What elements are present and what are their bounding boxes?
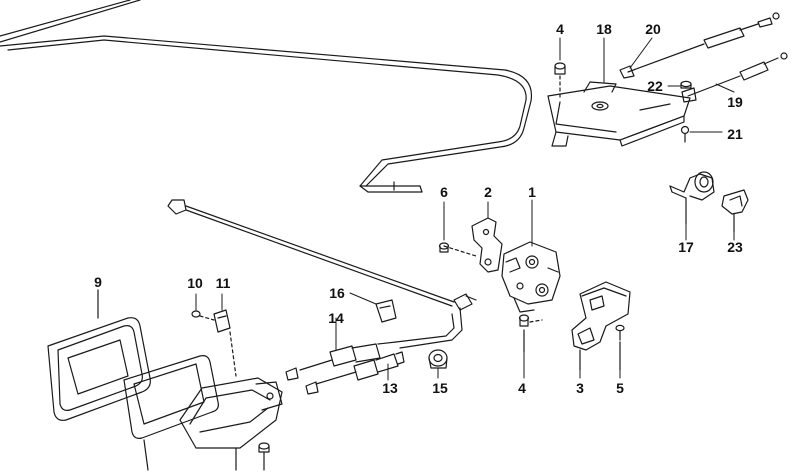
callout-20: 20 xyxy=(645,21,661,37)
part-21-screw xyxy=(680,125,690,143)
callout-12: 12 xyxy=(258,471,274,473)
callout-15: 15 xyxy=(432,380,448,396)
part-16-clip xyxy=(375,299,397,323)
part-18-bracket xyxy=(547,81,691,147)
callout-16: 16 xyxy=(329,285,345,301)
callout-19: 19 xyxy=(727,94,743,110)
callout-4-bottom: 4 xyxy=(518,380,526,396)
part-2-lever xyxy=(443,217,503,273)
callout-13: 13 xyxy=(382,380,398,396)
callout-2: 2 xyxy=(484,184,492,200)
callout-7: 7 xyxy=(232,471,240,473)
part-5-screw xyxy=(615,324,625,371)
callout-9: 9 xyxy=(94,274,102,290)
part-10-screw xyxy=(191,310,215,321)
callout-11: 11 xyxy=(215,275,231,291)
part-22-washer xyxy=(680,80,692,89)
part-1-lock xyxy=(501,241,561,313)
callout-18: 18 xyxy=(596,21,612,37)
callout-14: 14 xyxy=(328,310,344,326)
part-3-striker xyxy=(571,281,631,371)
part-8-frame xyxy=(123,355,219,471)
callout-21: 21 xyxy=(727,126,743,142)
callout-4-top: 4 xyxy=(556,21,564,37)
part-17-switch xyxy=(669,171,715,225)
callout-17: 17 xyxy=(678,239,694,255)
trunk-lid-outline xyxy=(0,0,533,193)
part-7-handle xyxy=(179,377,283,471)
callout-23: 23 xyxy=(727,239,743,255)
callout-5: 5 xyxy=(616,380,624,396)
cables-19-20 xyxy=(619,12,788,103)
part-4-bolt-lower xyxy=(518,314,543,353)
part-9-seal xyxy=(47,289,151,421)
callout-22: 22 xyxy=(647,78,663,94)
callout-1: 1 xyxy=(528,184,536,200)
actuator-rod xyxy=(167,199,477,311)
callout-8: 8 xyxy=(144,471,152,473)
part-11-clip xyxy=(213,309,237,377)
callout-10: 10 xyxy=(187,275,203,291)
leader-lines xyxy=(195,37,735,381)
part-12-nut xyxy=(258,442,270,471)
part-23-clip xyxy=(721,189,749,233)
callout-3: 3 xyxy=(576,380,584,396)
part-6-screw xyxy=(438,242,450,253)
callout-6: 6 xyxy=(440,184,448,200)
part-4-bolt-top xyxy=(554,62,566,101)
bowden-cable xyxy=(285,307,463,395)
part-15-grommet xyxy=(428,349,448,369)
